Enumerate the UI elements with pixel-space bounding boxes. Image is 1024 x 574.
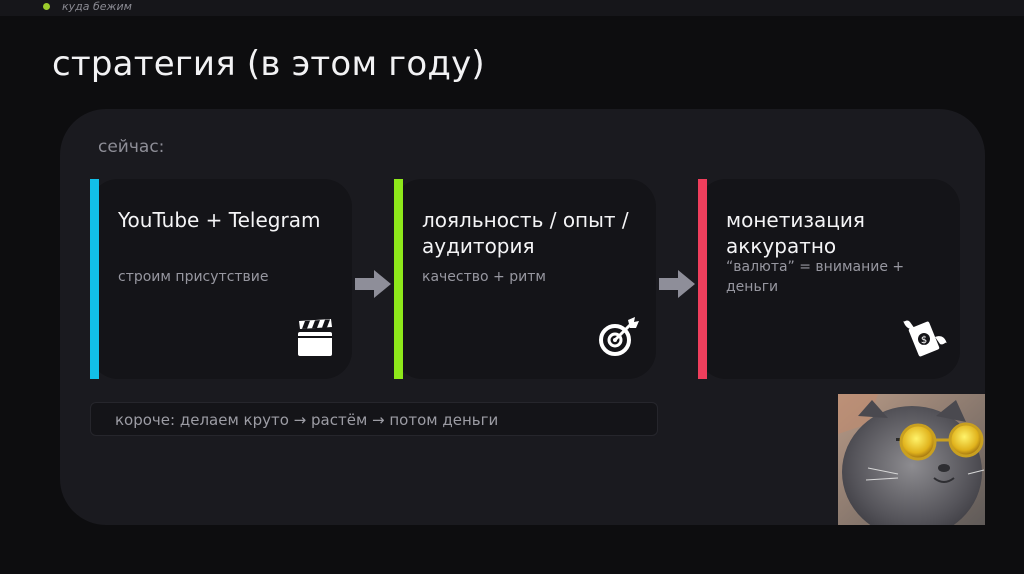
target-dart-icon [599, 317, 639, 356]
accent-bar [90, 179, 99, 379]
summary-text: короче: делаем круто → растём → потом де… [115, 411, 499, 429]
card-youtube-telegram: YouTube + Telegram строим присутствие [90, 179, 352, 379]
arrow-right-icon [355, 270, 391, 298]
card-title: YouTube + Telegram [118, 208, 321, 232]
card-title: монетизация аккуратно [726, 208, 865, 258]
arrow-right-icon [659, 270, 695, 298]
cat-photo [838, 394, 985, 525]
slide-title: стратегия (в этом году) [52, 44, 485, 84]
card-subtitle: “валюта” = внимание + деньги [726, 259, 905, 295]
clapperboard-icon [298, 319, 332, 356]
card-monetization: монетизация аккуратно “валюта” = внимани… [698, 179, 960, 379]
section-label: куда бежим [62, 0, 132, 13]
top-bar: куда бежим [0, 0, 1024, 16]
svg-text:$: $ [921, 335, 927, 346]
card-subtitle: качество + ритм [422, 269, 546, 285]
accent-bar [394, 179, 403, 379]
card-subtitle: строим присутствие [118, 269, 269, 285]
status-dot [43, 3, 50, 10]
now-label: сейчас: [98, 137, 165, 157]
card-title: лояльность / опыт / аудитория [422, 208, 629, 258]
accent-bar [698, 179, 707, 379]
summary-box: короче: делаем круто → растём → потом де… [90, 402, 658, 436]
card-loyalty: лояльность / опыт / аудитория качество +… [394, 179, 656, 379]
flying-money-icon: $ [903, 320, 947, 357]
